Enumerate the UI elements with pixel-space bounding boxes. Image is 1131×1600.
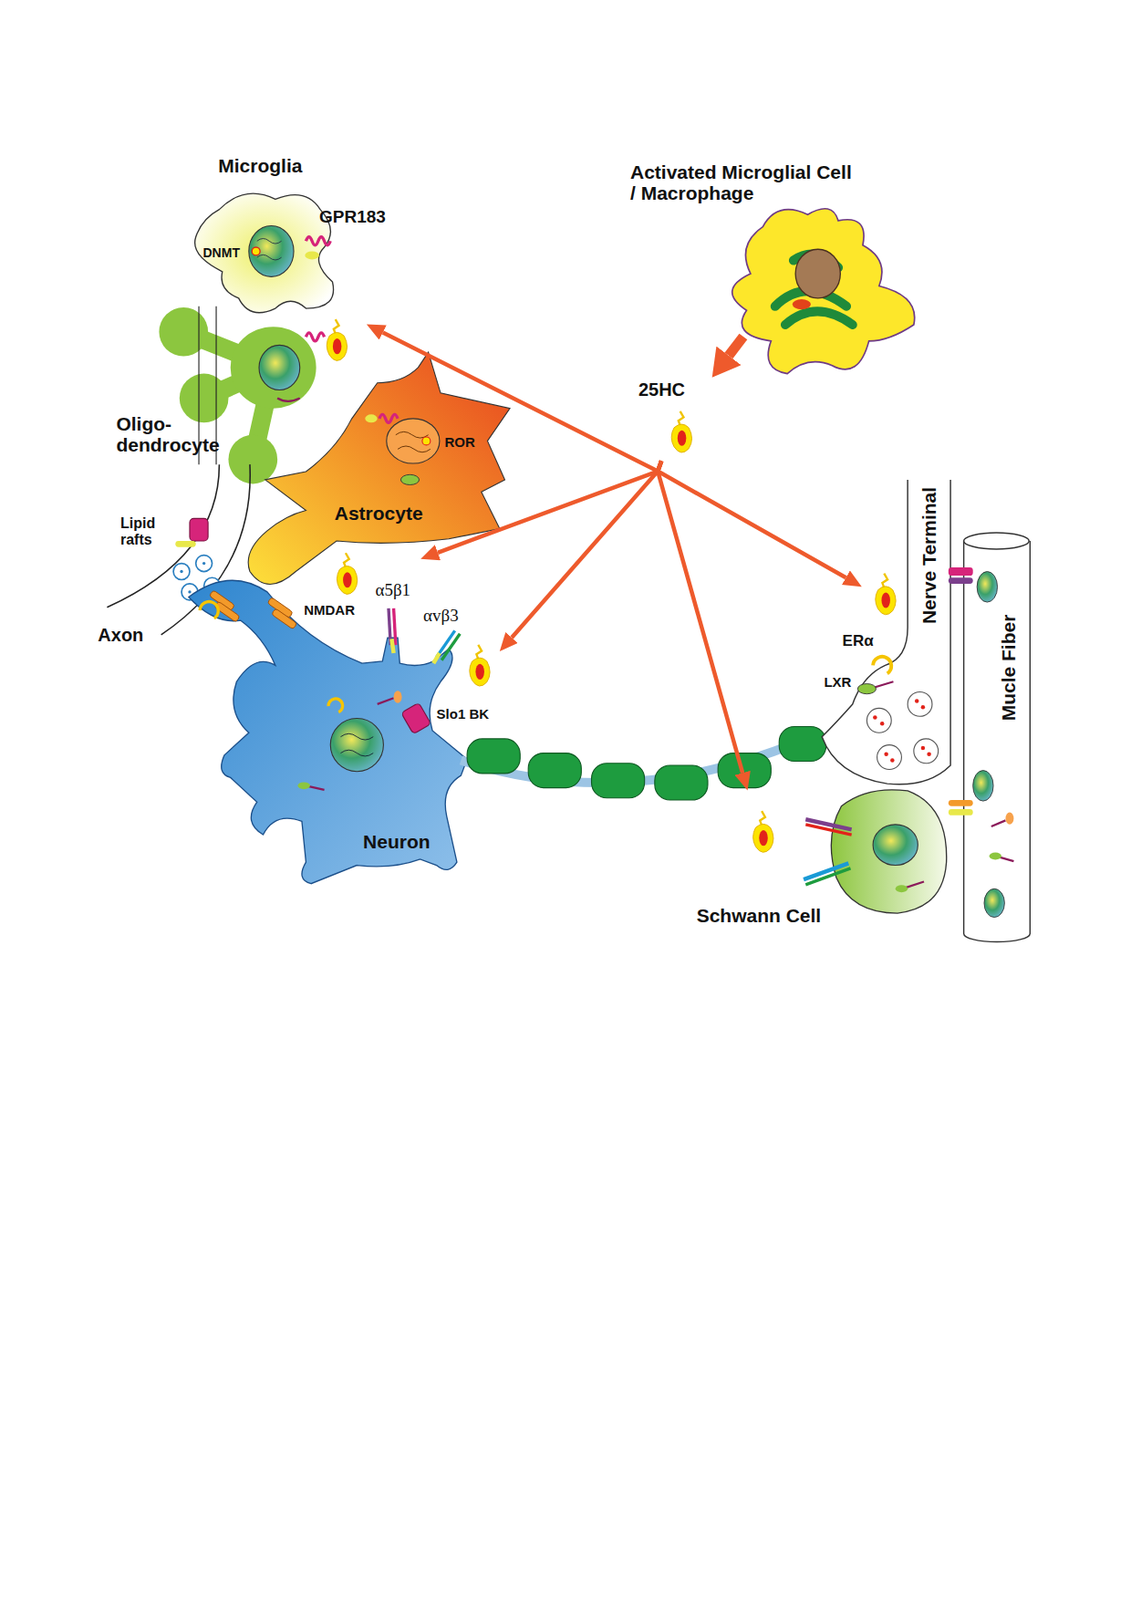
part-label: α5β1 (374, 580, 411, 601)
arrow-connector (728, 336, 744, 356)
part-label: Slo1 BK (436, 705, 490, 722)
cell-label: Schwann Cell (696, 904, 822, 926)
cell-label: Mucle Fiber (997, 614, 1019, 722)
arrow-connector (511, 460, 662, 638)
part-label: Axon (97, 624, 144, 646)
part-label: Lipid rafts (120, 515, 168, 550)
part-label: αvβ3 (423, 605, 459, 626)
cell-label: Activated Microglial Cell / Macrophage (630, 161, 852, 204)
cell-label: Nerve Terminal (918, 487, 940, 624)
cell-node: Nerve Terminal (861, 471, 955, 781)
arrow-connector (657, 460, 743, 773)
cell-label: Astrocyte (334, 502, 424, 524)
cell-label: Neuron (363, 830, 431, 852)
part-label: GPR183 (319, 207, 386, 228)
cell-node: Microglia (198, 150, 408, 324)
cell-node: Oligo- dendrocyte (112, 328, 319, 490)
arrow-connector (657, 460, 846, 578)
cell-label: Oligo- dendrocyte (115, 413, 224, 456)
part-label: ERα (842, 632, 874, 651)
cell-node: Schwann Cell (693, 790, 954, 934)
part-label: ROR (445, 434, 476, 450)
cell-label: 25HC (638, 379, 685, 400)
cell-label: Microglia (217, 155, 302, 177)
part-label: LXR (823, 674, 851, 690)
cell-node: Activated Microglial Cell / Macrophage (623, 155, 924, 337)
cell-node: Mucle Fiber (958, 525, 1035, 944)
arrow-connector (383, 332, 662, 472)
cell-node: Astrocyte (239, 352, 510, 551)
part-label: NMDAR (303, 601, 355, 618)
cell-node: 25HC (626, 377, 716, 462)
part-label: DNMT (203, 245, 240, 260)
